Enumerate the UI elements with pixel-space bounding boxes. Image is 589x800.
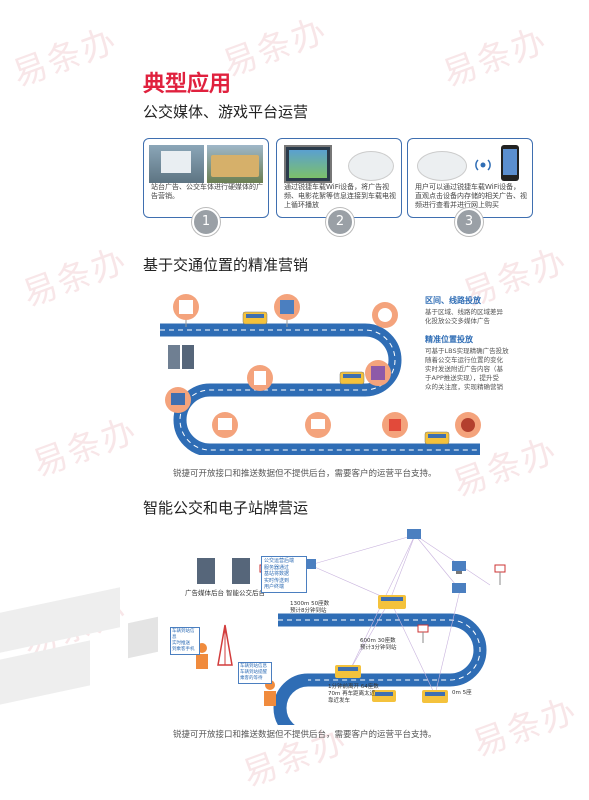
side-text-route-1: 基于区域、线路的区域差异 bbox=[425, 308, 503, 316]
watermark: 易条办 bbox=[17, 240, 133, 316]
page-title: 典型应用 bbox=[143, 72, 232, 97]
side-info: 区间、线路投放 基于区域、线路的区域差异 化投放公交多媒体广告 精准位置投放 可… bbox=[425, 295, 565, 392]
bus-message-2: 600m 30座数预计3分钟到站 bbox=[360, 638, 397, 651]
info-bubble-sign: 车辆到站信息 车辆到站提醒 乘客的等待 bbox=[238, 662, 272, 684]
section-heading-smart-bus: 智能公交和电子站牌营运 bbox=[143, 499, 309, 517]
card-text: 通过锐捷车载WiFi设备，将广告视频、电影花絮等信息连接到车载电视上循环播放 bbox=[284, 183, 396, 209]
gift-icon bbox=[382, 412, 408, 438]
info-bubble-phone: 车辆到站信息 实时推送 到乘客手机 bbox=[170, 627, 200, 655]
section-heading-media: 公交媒体、游戏平台运营 bbox=[143, 103, 309, 121]
tv-screen-image bbox=[284, 145, 332, 183]
server-icon bbox=[197, 558, 215, 584]
bus-icon bbox=[422, 690, 448, 703]
server-label-ad: 广告媒体后台 bbox=[185, 589, 224, 597]
store-icon bbox=[212, 412, 238, 438]
passenger-icon bbox=[264, 680, 276, 706]
bus-stop-photo bbox=[149, 145, 204, 183]
step-number-3: 3 bbox=[455, 208, 483, 236]
section-heading-location: 基于交通位置的精准营销 bbox=[143, 256, 309, 274]
decor-shape bbox=[0, 640, 90, 705]
side-text-precise-1: 可基于LBS实现精确广告投放 bbox=[425, 347, 509, 355]
section2-note: 锐捷可开放接口和推送数据但不提供后台，需要客户的运营平台支持。 bbox=[173, 469, 437, 479]
document-icon bbox=[247, 365, 273, 391]
wifi-device-image bbox=[417, 151, 467, 181]
card-1: 站台广告、公交车体进行硬媒体的广告营销。 bbox=[143, 138, 269, 218]
card-text: 站台广告、公交车体进行硬媒体的广告营销。 bbox=[151, 183, 263, 200]
food-icon bbox=[455, 412, 481, 438]
bus-icon bbox=[339, 371, 365, 385]
music-icon bbox=[365, 360, 391, 386]
film-reel-icon bbox=[372, 302, 398, 328]
road-path bbox=[273, 613, 487, 725]
side-title-precise: 精准位置投放 bbox=[425, 335, 473, 344]
side-text-precise-4: 于APP推送实现），提升受 bbox=[425, 374, 500, 382]
watermark: 易条办 bbox=[237, 720, 353, 796]
road-path bbox=[160, 323, 480, 455]
card-2: 通过锐捷车载WiFi设备，将广告视频、电影花絮等信息连接到车载电视上循环播放 bbox=[276, 138, 402, 218]
wifi-device-image bbox=[348, 151, 394, 181]
info-bubble-backend: 公交运营后端 服务器通过 基站将数据 实时传送到 用户终端 bbox=[261, 556, 307, 593]
side-text-precise-5: 众的关注度，实现精确营销 bbox=[425, 383, 503, 391]
decor-shape bbox=[128, 616, 158, 659]
road-lane-line bbox=[278, 619, 481, 681]
bus-message-1: 1300m 50座数预计8分钟到站 bbox=[290, 601, 330, 614]
printer-icon bbox=[305, 412, 331, 438]
card-images bbox=[149, 145, 263, 183]
bus-icon bbox=[378, 595, 406, 609]
bus-icon bbox=[424, 431, 450, 445]
location-pin-icon bbox=[274, 294, 300, 327]
station-sign-icon bbox=[494, 564, 506, 585]
satellite-icon bbox=[302, 559, 316, 569]
location-marketing-diagram bbox=[160, 294, 481, 455]
map-location-icon bbox=[173, 294, 199, 327]
smart-bus-diagram bbox=[196, 529, 506, 725]
side-text-precise-3: 实时发送附近广告内容（基 bbox=[425, 365, 503, 373]
bus-message-4: 0m 5座 bbox=[452, 690, 472, 696]
bus-icon bbox=[242, 311, 268, 325]
smartphone-image bbox=[501, 145, 519, 181]
satellite-icon bbox=[407, 529, 421, 539]
chart-icon bbox=[165, 387, 191, 413]
bus-icon bbox=[372, 690, 396, 702]
server-icon bbox=[232, 558, 250, 584]
satellite-icon bbox=[452, 583, 466, 593]
server-icon bbox=[168, 345, 194, 369]
section3-note: 锐捷可开放接口和推送数据但不提供后台，需要客户的运营平台支持。 bbox=[173, 730, 437, 740]
watermark: 易条办 bbox=[437, 20, 553, 96]
bus-ad-photo bbox=[207, 145, 263, 183]
card-text: 用户可以通过锐捷车载WiFi设备，直观点击设备内存储的相关广告、视频进行查看并进… bbox=[415, 183, 527, 209]
station-sign-icon bbox=[417, 624, 429, 643]
side-title-route: 区间、线路投放 bbox=[425, 296, 481, 305]
side-text-precise-2: 随着公交车运行位置的变化 bbox=[425, 356, 503, 364]
server-label-bus: 智能公交后台 bbox=[226, 589, 265, 597]
side-text-route-2: 化投放公交多媒体广告 bbox=[425, 317, 490, 325]
wifi-signal-icon bbox=[475, 159, 491, 171]
watermark: 易条办 bbox=[27, 410, 143, 486]
step-number-1: 1 bbox=[192, 208, 220, 236]
watermark: 易条办 bbox=[217, 10, 333, 86]
watermark: 易条办 bbox=[7, 20, 123, 96]
computer-icon bbox=[452, 561, 466, 574]
bus-icon bbox=[335, 665, 361, 678]
card-3: 用户可以通过锐捷车载WiFi设备，直观点击设备内存储的相关广告、视频进行查看并进… bbox=[407, 138, 533, 218]
step-number-2: 2 bbox=[326, 208, 354, 236]
cell-tower-icon bbox=[217, 624, 233, 666]
